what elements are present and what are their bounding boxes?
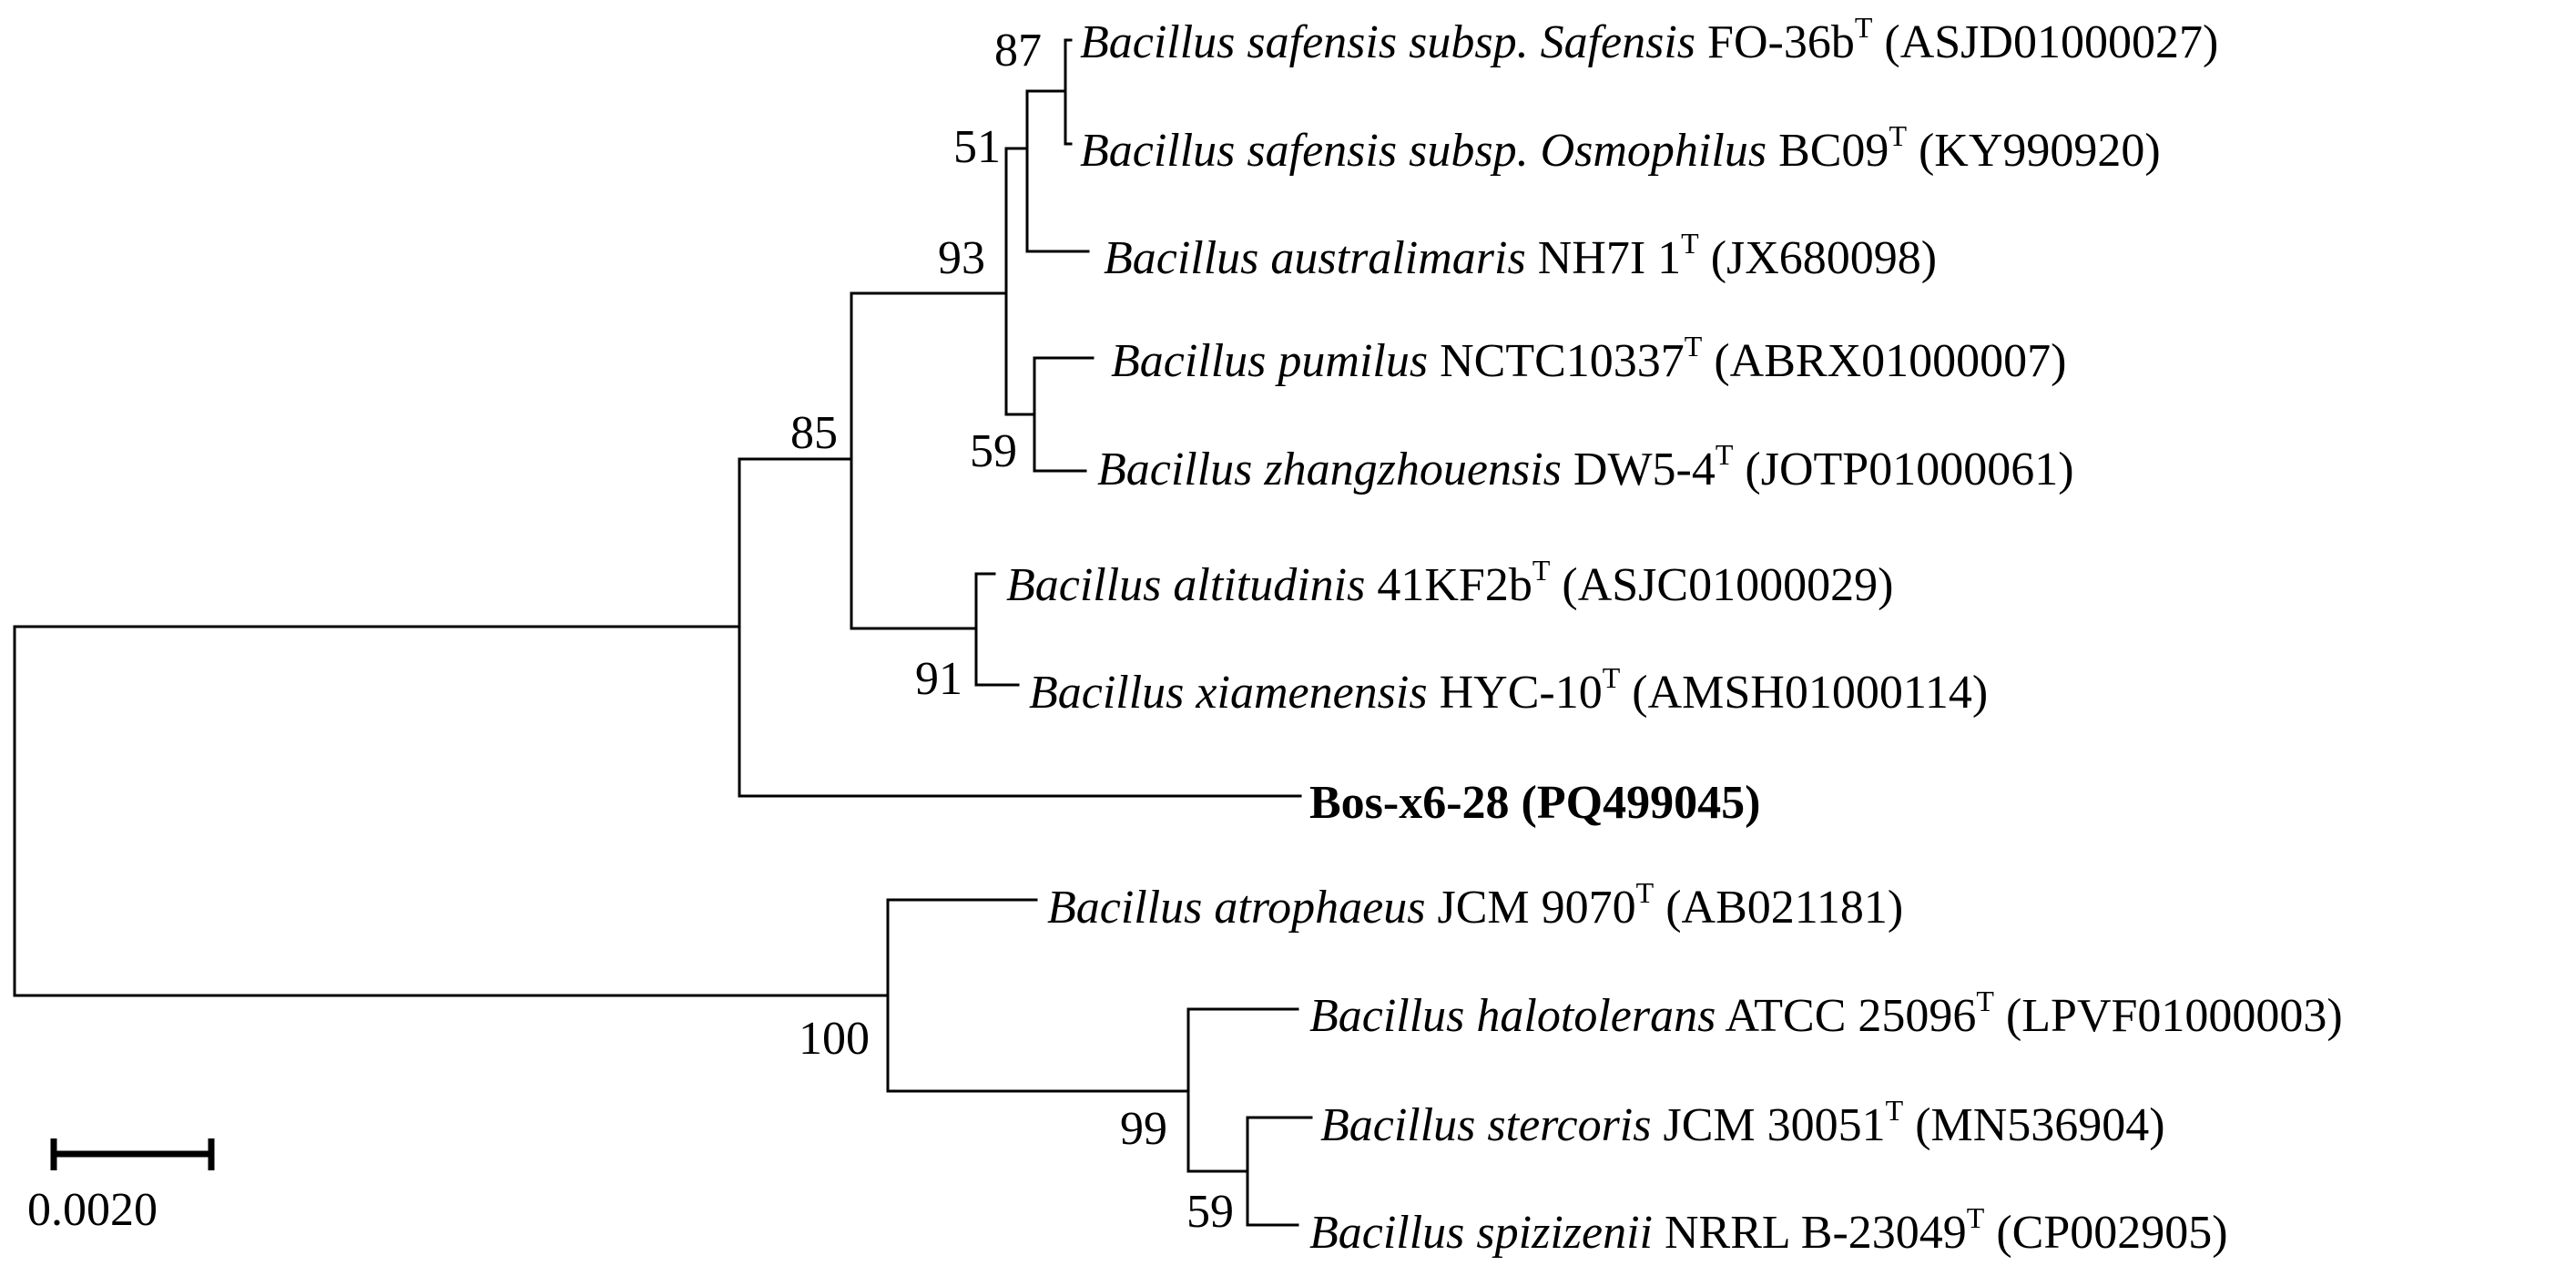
taxon-label: Bacillus safensis subsp. Safensis FO-36b… <box>1080 11 2218 68</box>
bootstrap-value: 59 <box>970 425 1017 477</box>
bootstrap-value: 87 <box>994 25 1042 77</box>
taxon-label: Bacillus xiamenensis HYC-10T (AMSH010001… <box>1029 661 1988 719</box>
bootstrap-value: 93 <box>938 232 985 284</box>
taxon-label: Bacillus pumilus NCTC10337T (ABRX0100000… <box>1111 330 2066 387</box>
bootstrap-value: 99 <box>1120 1103 1167 1155</box>
bootstrap-value: 100 <box>799 1013 870 1065</box>
taxon-label: Bacillus zhangzhouensis DW5-4T (JOTP0100… <box>1097 438 2074 495</box>
taxon-label: Bacillus safensis subsp. Osmophilus BC09… <box>1080 119 2161 177</box>
taxon-label: Bacillus halotolerans ATCC 25096T (LPVF0… <box>1309 985 2343 1042</box>
taxon-label: Bacillus atrophaeus JCM 9070T (AB021181) <box>1047 876 1903 934</box>
taxon-labels: Bacillus safensis subsp. Safensis FO-36b… <box>1006 11 2343 1259</box>
bootstrap-value: 59 <box>1186 1186 1234 1238</box>
taxon-label: Bacillus australimaris NH7I 1T (JX680098… <box>1104 227 1937 284</box>
scale-bar: 0.0020 <box>27 1138 215 1236</box>
bootstrap-values: 87 51 93 59 85 91 100 99 59 <box>790 25 1234 1238</box>
bootstrap-value: 51 <box>953 121 1001 173</box>
bootstrap-value: 85 <box>790 407 838 459</box>
tree-branches <box>13 38 1313 1227</box>
taxon-label: Bacillus stercoris JCM 30051T (MN536904) <box>1320 1094 2165 1151</box>
taxon-label: Bacillus altitudinis 41KF2bT (ASJC010000… <box>1006 554 1893 611</box>
scale-bar-label: 0.0020 <box>27 1184 158 1236</box>
query-sequence-label: Bos-x6-28 (PQ499045) <box>1309 777 1760 829</box>
bootstrap-value: 91 <box>915 653 962 705</box>
taxon-label: Bacillus spizizenii NRRL B-23049T (CP002… <box>1309 1201 2228 1259</box>
